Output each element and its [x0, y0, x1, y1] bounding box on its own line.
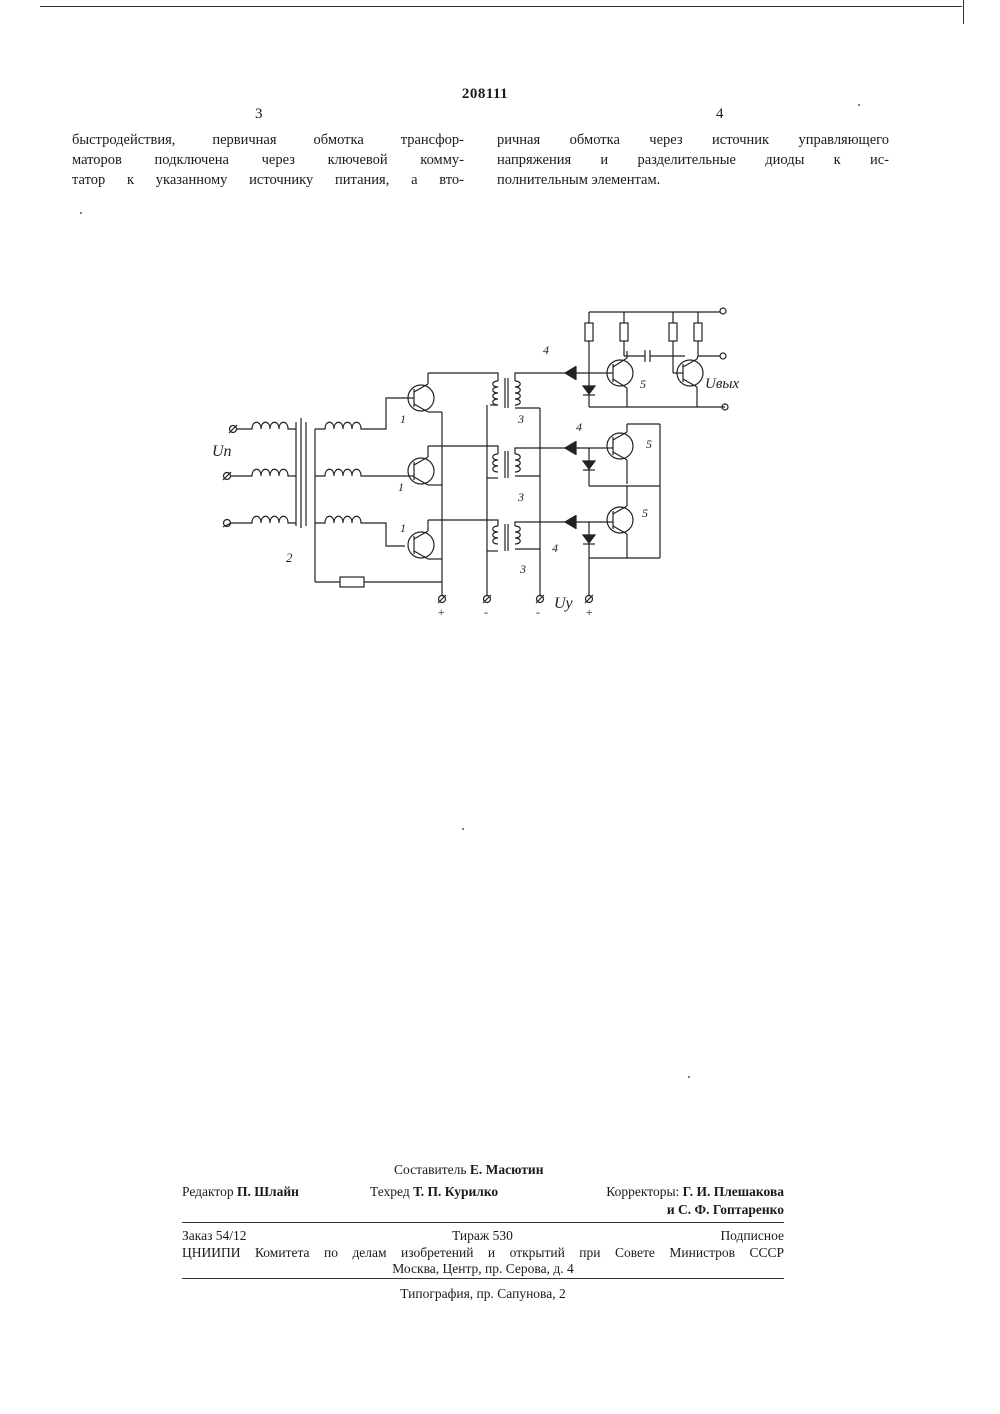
ref-5: 5 [640, 377, 646, 391]
terminal-minus: - [484, 605, 488, 619]
circuit-schematic: Un Uy Uвых 2 1 1 1 3 3 3 4 4 4 5 5 5 + -… [200, 296, 780, 626]
editor-line: Редактор П. Шлайн [182, 1184, 299, 1200]
right-column-text: ричная обмотка через источник управляюще… [497, 130, 889, 190]
terminal-plus: + [437, 605, 445, 619]
ref-4: 4 [543, 343, 549, 357]
techred-name: Т. П. Курилко [413, 1184, 498, 1199]
input-transformer-secondary [315, 398, 442, 587]
correctors-label: Корректоры: [606, 1184, 679, 1199]
ref-4: 4 [576, 420, 582, 434]
label-vy: Uy [554, 595, 574, 612]
load-network [585, 308, 728, 410]
scan-speck [80, 212, 82, 214]
ref-5: 5 [646, 437, 652, 451]
organization-line: ЦНИИПИ Комитета по делам изобретений и о… [182, 1245, 784, 1261]
circulation: Тираж 530 [452, 1228, 513, 1244]
footer-rule-bottom [182, 1278, 784, 1279]
corrector-2-line: и С. Ф. Гоптаренко [667, 1202, 784, 1218]
techred-label: Техред [370, 1184, 410, 1199]
footer-rule-top [182, 1222, 784, 1223]
ref-2: 2 [286, 550, 293, 565]
coupling-transformers-3 [428, 373, 565, 596]
ref-1: 1 [398, 480, 404, 494]
text-line: напряжения и разделительные диоды к ис- [497, 150, 889, 170]
ref-4: 4 [552, 541, 558, 555]
separating-diodes-4 [565, 366, 605, 596]
switch-transistor-1 [405, 373, 442, 596]
order-number: Заказ 54/12 [182, 1228, 247, 1244]
text-line: быстродействия, первичная обмотка трансф… [72, 130, 464, 150]
input-transformer-primary [231, 418, 306, 528]
terminal-plus: + [585, 605, 593, 619]
text-line: ричная обмотка через источник управляюще… [497, 130, 889, 150]
text-line: полнительным элементам. [497, 170, 889, 190]
text-line: маторов подключена через ключевой комму- [72, 150, 464, 170]
patent-number: 208111 [440, 86, 530, 103]
label-vp: Un [212, 443, 232, 460]
subscription: Подписное [720, 1228, 784, 1244]
printer-line: Типография, пр. Сапунова, 2 [182, 1286, 784, 1302]
label-vout: Uвых [705, 376, 740, 392]
column-number-left: 3 [255, 106, 263, 123]
scan-speck [688, 1076, 690, 1078]
corrector-2: и С. Ф. Гоптаренко [667, 1202, 784, 1217]
ref-3: 3 [517, 412, 524, 426]
page-top-border [40, 6, 962, 7]
scan-speck [462, 828, 464, 830]
column-number-right: 4 [716, 106, 724, 123]
editor-name: П. Шлайн [237, 1184, 299, 1199]
corrector-1: Г. И. Плешакова [683, 1184, 784, 1199]
ref-3: 3 [519, 562, 526, 576]
terminal-minus: - [536, 605, 540, 619]
ref-3: 3 [517, 490, 524, 504]
text-line: татор к указанному источнику питания, а … [72, 170, 464, 190]
ref-1: 1 [400, 521, 406, 535]
page-right-border [963, 0, 964, 24]
techred-line: Техред Т. П. Курилко [370, 1184, 498, 1200]
compiler-name: Е. Масютин [470, 1162, 544, 1177]
compiler-line: Составитель Е. Масютин [394, 1162, 543, 1178]
correctors-line: Корректоры: Г. И. Плешакова [606, 1184, 784, 1200]
ref-1: 1 [400, 412, 406, 426]
left-column-text: быстродействия, первичная обмотка трансф… [72, 130, 464, 190]
editor-label: Редактор [182, 1184, 234, 1199]
scan-speck [858, 104, 860, 106]
compiler-label: Составитель [394, 1162, 467, 1177]
address-line: Москва, Центр, пр. Серова, д. 4 [182, 1261, 784, 1277]
ref-5: 5 [642, 506, 648, 520]
